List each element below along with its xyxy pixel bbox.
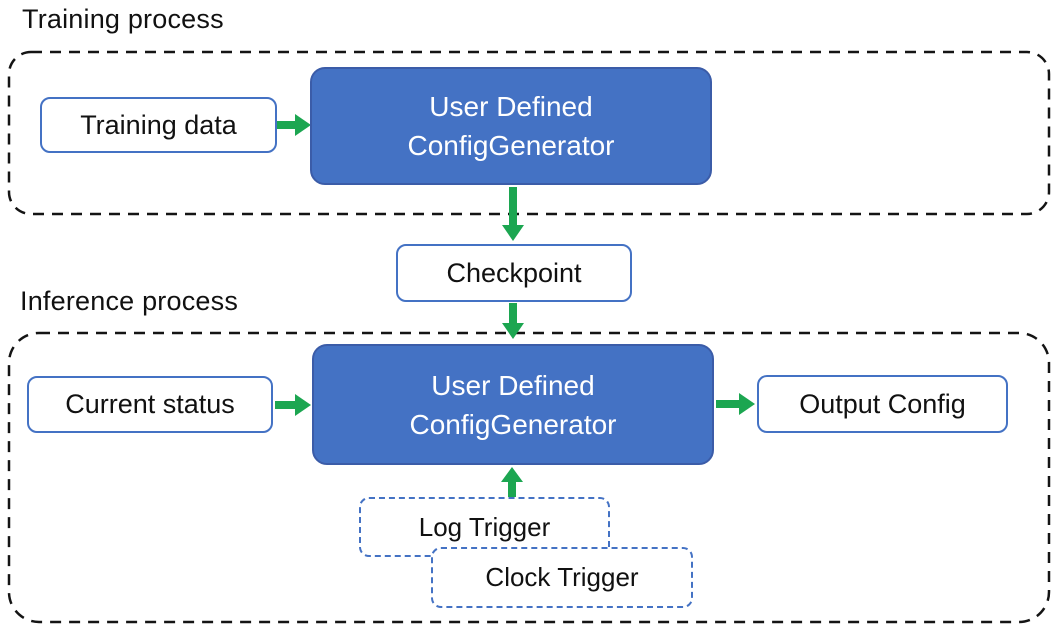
clock-trigger-label: Clock Trigger	[485, 562, 639, 592]
training-generator-line1: User Defined	[429, 91, 593, 122]
checkpoint-label: Checkpoint	[446, 257, 582, 288]
arrow-current-status-to-generator-icon	[275, 394, 311, 416]
log-trigger-label: Log Trigger	[418, 511, 551, 542]
training-data-label: Training data	[80, 109, 237, 140]
training-config-generator-box: User Defined ConfigGenerator	[310, 67, 712, 185]
clock-trigger-box: Clock Trigger	[431, 547, 693, 608]
arrow-generator-to-output-config-icon	[716, 393, 755, 415]
current-status-label: Current status	[65, 389, 235, 419]
checkpoint-box: Checkpoint	[396, 244, 632, 302]
arrow-log-trigger-to-generator-icon	[501, 467, 523, 497]
arrow-generator-to-checkpoint-icon	[502, 187, 524, 241]
arrow-training-data-to-generator-icon	[277, 114, 311, 136]
inference-process-label: Inference process	[20, 286, 239, 316]
log-trigger-box: Log Trigger	[359, 497, 610, 557]
current-status-box: Current status	[27, 376, 273, 433]
training-generator-line2: ConfigGenerator	[407, 130, 615, 161]
training-process-label: Training process	[22, 4, 224, 34]
training-data-box: Training data	[40, 97, 277, 153]
inference-config-generator-box: User Defined ConfigGenerator	[312, 344, 714, 465]
inference-generator-line2: ConfigGenerator	[409, 408, 617, 440]
output-config-label: Output Config	[799, 388, 966, 419]
arrow-checkpoint-to-generator-icon	[502, 303, 524, 339]
inference-generator-line1: User Defined	[431, 369, 595, 401]
output-config-box: Output Config	[757, 375, 1008, 433]
